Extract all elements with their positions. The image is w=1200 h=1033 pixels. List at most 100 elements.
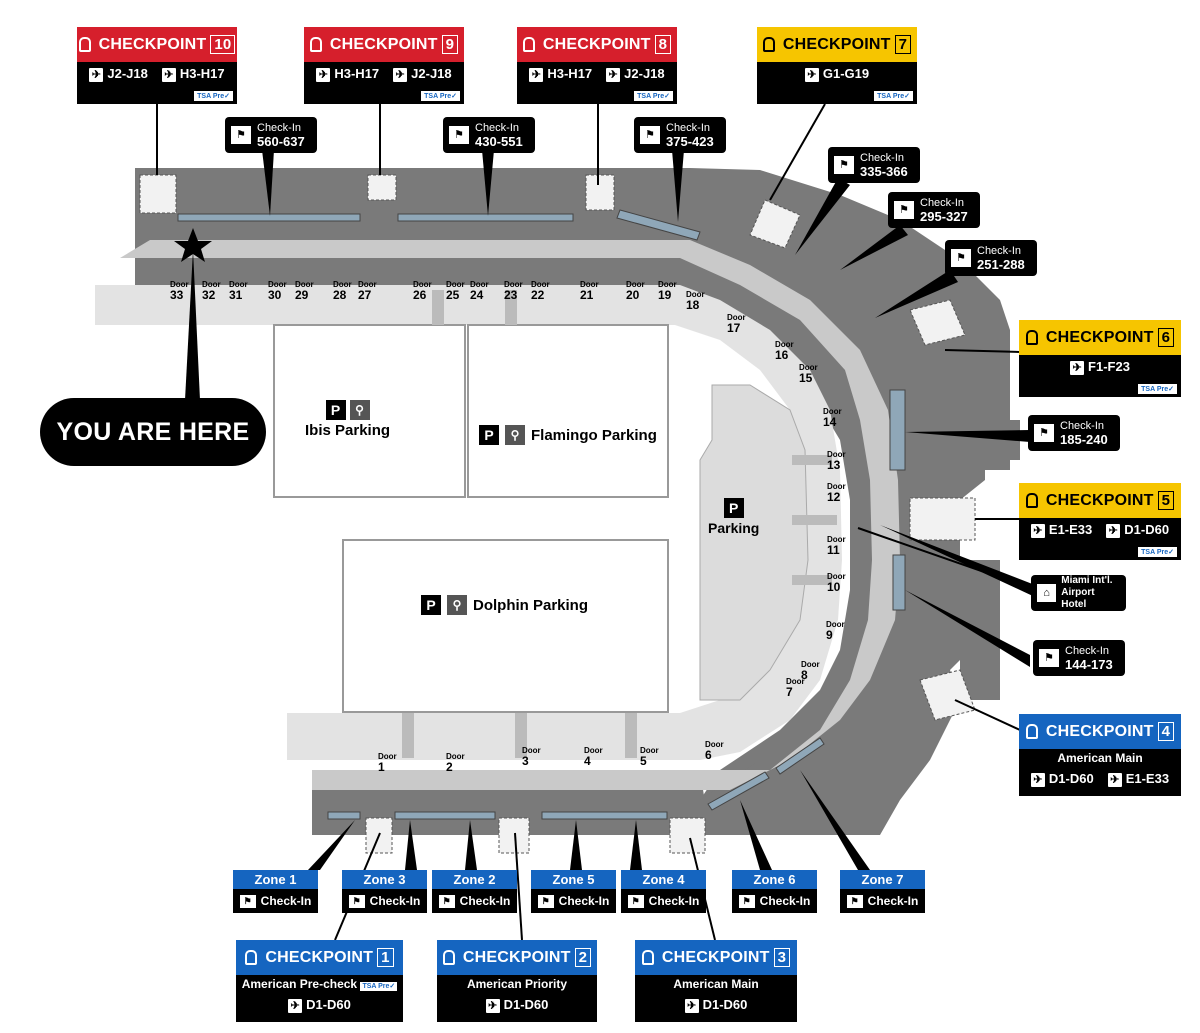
gate-range: D1-D60 [702,997,748,1012]
door-number: 26 [413,288,427,302]
zone-check-in-label: Check-In [867,894,919,908]
gates-row: ✈D1-D60 [635,993,797,1017]
upper-curb [95,285,842,760]
gate-range: E1-E33 [1048,522,1093,537]
gate-d: ✈D1-D60 [1106,522,1169,538]
check-in-icon: ⚑ [231,126,251,144]
checkpoint-number: 9 [441,35,459,54]
check-in-icon: ⚑ [449,126,469,144]
door-word: Door [727,313,746,322]
gates-row: ✈D1-D60 [437,993,597,1017]
check-in-label: Check-In [1060,419,1105,432]
gate-j: ✈J2-J18 [393,66,452,82]
check-in-range: 185-240 [1060,431,1108,447]
door-number: 11 [827,543,840,557]
check-in-icon: ⚑ [738,894,755,908]
lock-icon [522,37,535,52]
gate-range: G1-G19 [822,66,870,81]
door-number: 24 [470,288,484,302]
parking-icon: P [723,498,744,518]
central-parking-name: Parking [708,520,760,536]
central-parking-label: P Parking [708,498,759,536]
door-word: Door [658,280,677,289]
hotel-icon: ⌂ [1037,584,1057,602]
checkpoint-label: CHECKPOINT [329,35,438,53]
zone-check-in-label: Check-In [759,894,811,908]
zone-4-check-in: Zone 4⚑Check-In [621,870,706,913]
check-in-range: 560-637 [257,133,305,149]
gate-d: ✈D1-D60 [485,997,548,1013]
check-in-label: Check-In [257,121,302,134]
gates-row: ✈H3-H17✈J2-J18 [304,62,464,86]
checkpoint-subtitle: American Pre-check [241,977,358,991]
gate-range: F1-F23 [1088,359,1130,374]
check-in-icon: ⚑ [348,894,365,908]
gates-row: ✈D1-D60 [236,993,403,1017]
door-word: Door [202,280,221,289]
gate-h: ✈H3-H17 [529,66,592,82]
check-in-range: 295-327 [920,208,968,224]
checkpoint-label: CHECKPOINT [1045,328,1154,346]
check-in-range: 430-551 [475,133,523,149]
tsa-precheck-badge: TSA Pre✓ [874,91,913,101]
zone-5-check-in: Zone 5⚑Check-In [531,870,616,913]
check-in-icon: ⚑ [834,156,854,174]
checkpoint-subtitle: American Main [673,977,759,991]
zone-check-in-label: Check-In [369,894,421,908]
door-word: Door [580,280,599,289]
check-in-icon: ⚑ [627,894,644,908]
ibis-parking-name: Ibis Parking [305,422,391,439]
zone-label: Zone 4 [621,870,706,889]
ibis-bird-icon: ⚲ [349,400,370,420]
door-word: Door [640,746,659,755]
gate-range: D1-D60 [306,997,351,1012]
lock-icon [762,37,775,52]
checkpoint-number: 5 [1157,491,1175,510]
check-in-icon: ⚑ [438,894,455,908]
gates-row: ✈J2-J18✈H3-H17 [77,62,237,86]
lock-icon [1025,493,1038,508]
door-number: 28 [333,288,347,302]
plane-icon: ✈ [1106,524,1121,538]
door-number: 32 [202,288,216,302]
checkpoint-number: 6 [1157,328,1175,347]
door-number: 9 [826,628,833,642]
check-in-icon: ⚑ [1039,649,1059,667]
check-in-label: Check-In [475,121,520,134]
check-in-icon: ⚑ [951,249,971,267]
door-word: Door [446,280,465,289]
checkpoint-number: 3 [773,948,791,967]
check-in-icon: ⚑ [846,894,863,908]
hotel-name-line2: Airport Hotel [1061,587,1095,610]
checkpoint-number: 1 [377,948,394,967]
door-number: 5 [640,754,647,768]
gate-range: H3-H17 [179,66,225,81]
plane-icon: ✈ [89,68,104,82]
airport-hotel-sign: ⌂ Miami Int'l.Airport Hotel [1031,575,1126,611]
check-in-range: 335-366 [860,163,908,179]
flamingo-parking-label: P⚲ Flamingo Parking [479,425,657,445]
plane-icon: ✈ [1070,361,1085,375]
